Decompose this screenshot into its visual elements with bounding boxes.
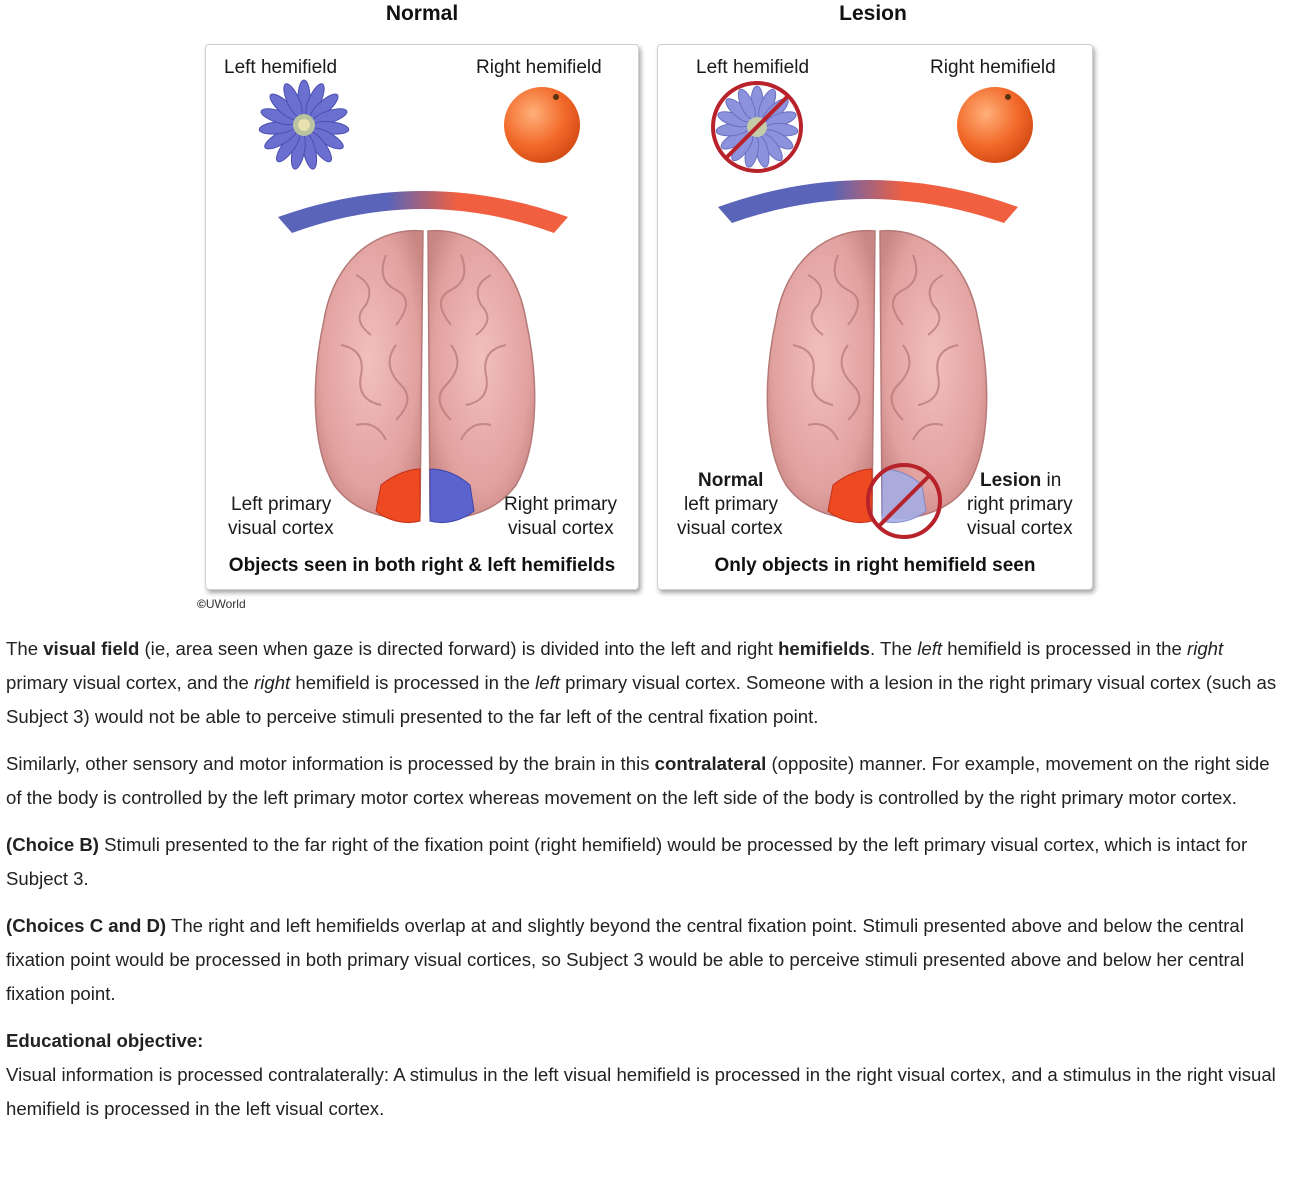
choice-label: (Choices C and D) xyxy=(6,915,167,936)
explanation-paragraph-choices-c-d: (Choices C and D) The right and left hem… xyxy=(6,909,1286,1011)
educational-objective-heading: Educational objective: xyxy=(6,1030,204,1051)
educational-objective-text: Visual information is processed contrala… xyxy=(6,1064,1276,1119)
bold-term: visual field xyxy=(43,638,140,659)
left-visual-cortex-region xyxy=(375,468,421,524)
bold-term: hemifields xyxy=(778,638,871,659)
text-run: (ie, area seen when gaze is directed for… xyxy=(139,638,779,659)
normal-cortex-label-line3: visual cortex xyxy=(677,518,783,539)
left-hemifield-label: Left hemifield xyxy=(224,57,338,78)
right-hemifield-label: Right hemifield xyxy=(930,57,1056,78)
normal-panel: Left hemifield Right hemifield Left prim… xyxy=(205,44,639,590)
lesion-panel-title: Lesion xyxy=(839,2,907,25)
lesion-panel-caption: Only objects in right hemifield seen xyxy=(714,555,1036,576)
copyright-text: UWorld xyxy=(205,597,246,611)
copyright-label: ©UWorld xyxy=(197,597,246,611)
explanation-text: The visual field (ie, area seen when gaz… xyxy=(6,632,1286,1126)
explanation-paragraph-1: The visual field (ie, area seen when gaz… xyxy=(6,632,1286,734)
orange-icon xyxy=(504,87,580,163)
italic-term: right xyxy=(254,672,291,693)
left-primary-label-line2: visual cortex xyxy=(228,518,334,539)
text-run: The right and left hemifields overlap at… xyxy=(6,915,1245,1004)
visual-field-arc xyxy=(718,180,1018,223)
lesion-cortex-label-line3: visual cortex xyxy=(967,518,1073,539)
lesion-cortex-label-line1: Lesion in xyxy=(980,469,1061,493)
left-primary-label-line1: Left primary xyxy=(231,494,332,515)
right-visual-cortex-region xyxy=(429,468,475,524)
italic-term: right xyxy=(1187,638,1224,659)
italic-term: left xyxy=(917,638,943,659)
text-run: Stimuli presented to the far right of th… xyxy=(6,834,1248,889)
explanation-paragraph-choice-b: (Choice B) Stimuli presented to the far … xyxy=(6,828,1286,896)
flower-icon xyxy=(715,85,799,168)
copyright-symbol: © xyxy=(197,597,206,611)
explanation-figure: Normal Lesion xyxy=(197,2,1093,611)
right-visual-cortex-region xyxy=(881,468,927,524)
prohibition-icon xyxy=(711,81,803,173)
explanation-paragraph-2: Similarly, other sensory and motor infor… xyxy=(6,747,1286,815)
left-hemifield-label: Left hemifield xyxy=(696,57,810,78)
text-run: hemifield is processed in the xyxy=(942,638,1187,659)
right-primary-label-line1: Right primary xyxy=(504,494,617,515)
right-primary-label-line2: visual cortex xyxy=(508,518,614,539)
text-run: Similarly, other sensory and motor infor… xyxy=(6,753,655,774)
lesion-prohibition-icon xyxy=(866,463,942,539)
text-run: primary visual cortex, and the xyxy=(6,672,255,693)
lesion-rest: in xyxy=(1041,470,1062,491)
italic-term: left xyxy=(535,672,560,693)
lesion-panel: Left hemifield Right hemifield Normal le… xyxy=(657,44,1093,590)
normal-panel-caption: Objects seen in both right & left hemifi… xyxy=(228,555,616,576)
normal-panel-title: Normal xyxy=(385,2,459,25)
visual-field-arc xyxy=(278,191,568,233)
flower-icon xyxy=(258,79,350,170)
text-run: hemifield is processed in the xyxy=(290,672,536,693)
choice-label: (Choice B) xyxy=(6,834,99,855)
text-run: (opposite) manner. For example, movement… xyxy=(6,753,1270,808)
normal-cortex-label-line2: left primary xyxy=(684,494,778,515)
normal-cortex-label-bold: Normal xyxy=(698,470,764,491)
right-hemifield-label: Right hemifield xyxy=(476,57,602,78)
text-run: . The xyxy=(870,638,918,659)
orange-icon xyxy=(957,87,1033,163)
text-run: primary visual cortex. Someone with a le… xyxy=(6,672,1277,727)
bold-term: contralateral xyxy=(654,753,767,774)
brain-icon xyxy=(766,229,988,524)
text-run: The xyxy=(6,638,44,659)
brain-icon xyxy=(314,229,536,524)
lesion-cortex-label-line2: right primary xyxy=(967,494,1073,515)
lesion-bold: Lesion xyxy=(980,470,1042,491)
